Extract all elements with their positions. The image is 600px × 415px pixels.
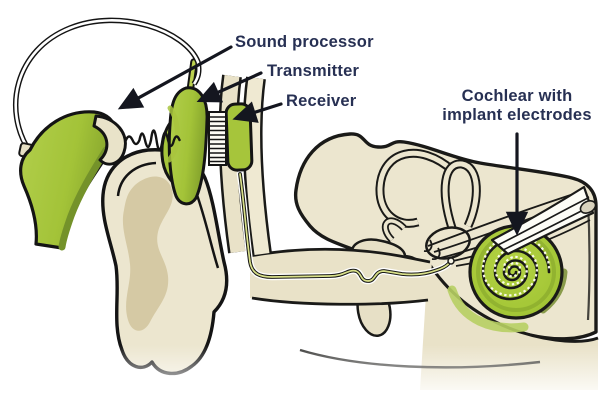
cochlea-label: Cochlear with implant electrodes bbox=[426, 87, 600, 125]
processor-ear-hook bbox=[92, 114, 127, 166]
sound-processor-label: Sound processor bbox=[235, 33, 374, 51]
canal-loop-middle bbox=[440, 159, 481, 230]
electrode-wire bbox=[236, 170, 455, 285]
cochlea-with-electrode-spiral bbox=[447, 224, 568, 333]
label-arrows bbox=[117, 45, 529, 236]
induction-coil bbox=[208, 111, 227, 166]
transmitter-label: Transmitter bbox=[267, 62, 360, 80]
nerve-canal-tip bbox=[579, 200, 597, 214]
sound-processor-device bbox=[19, 110, 127, 251]
arrow-transmitter bbox=[196, 71, 263, 103]
canal-loop-small bbox=[381, 217, 407, 243]
arrow-receiver bbox=[232, 101, 283, 123]
cochlea-label-line1: Cochlear with bbox=[461, 87, 573, 105]
ear-pinna bbox=[101, 148, 229, 376]
electrode-array-beads bbox=[481, 234, 551, 297]
bottom-fade bbox=[0, 345, 600, 415]
pinna-inner-fold bbox=[122, 176, 173, 331]
cochlea-glow bbox=[447, 285, 529, 333]
headband-wire bbox=[12, 17, 202, 159]
cochlea-label-line2: implant electrodes bbox=[442, 106, 592, 124]
arrow-sound-processor bbox=[117, 45, 233, 110]
transmitter-body bbox=[167, 86, 209, 206]
sound-waves-icon bbox=[124, 105, 181, 163]
receiver-label: Receiver bbox=[286, 92, 357, 110]
